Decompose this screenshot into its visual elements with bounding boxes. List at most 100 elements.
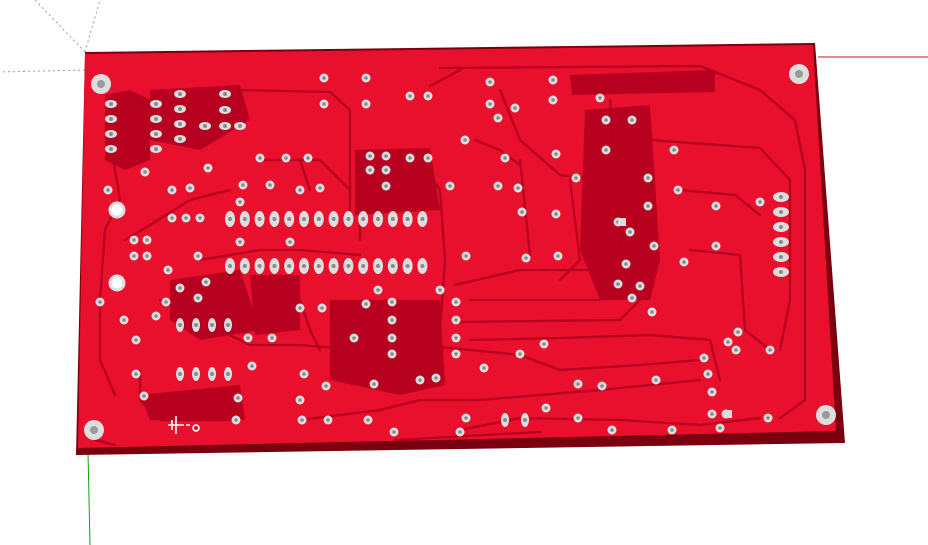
pad-drill-hole bbox=[779, 225, 783, 229]
pad-drill-hole bbox=[364, 302, 368, 306]
pad-drill-hole bbox=[178, 286, 182, 290]
pad-drill-hole bbox=[650, 310, 654, 314]
square-pad bbox=[724, 410, 732, 418]
pad-drill-hole bbox=[346, 217, 351, 221]
pad-drill-hole bbox=[238, 124, 242, 128]
dotted-guide-3 bbox=[0, 69, 86, 73]
pad-drill-hole bbox=[109, 132, 113, 136]
pad-drill-hole bbox=[702, 356, 706, 360]
pad-drill-hole bbox=[464, 254, 468, 258]
pad-drill-hole bbox=[326, 418, 330, 422]
pad-drill-hole bbox=[134, 372, 138, 376]
pad-drill-hole bbox=[464, 416, 468, 420]
pad-drill-hole bbox=[376, 288, 380, 292]
pad-drill-hole bbox=[223, 92, 227, 96]
pad-drill-hole bbox=[766, 416, 770, 420]
pad-drill-hole bbox=[779, 255, 783, 259]
mounting-holes bbox=[84, 64, 836, 440]
pad-drill-hole bbox=[384, 154, 388, 158]
pad-drill-hole bbox=[198, 216, 202, 220]
pad-drill-hole bbox=[646, 204, 650, 208]
pad-drill-hole bbox=[454, 300, 458, 304]
pad-drill-hole bbox=[624, 262, 628, 266]
pad-drill-hole bbox=[298, 398, 302, 402]
pad-drill-hole bbox=[166, 268, 170, 272]
pad-drill-hole bbox=[482, 366, 486, 370]
pad-drill-hole bbox=[726, 340, 730, 344]
pad-drill-hole bbox=[496, 116, 500, 120]
connector-hole-upper bbox=[108, 201, 126, 219]
pad-drill-hole bbox=[226, 372, 230, 376]
mounting-hole-center bbox=[795, 70, 803, 78]
pad-drill-hole bbox=[390, 264, 395, 268]
pad-drill-hole bbox=[320, 306, 324, 310]
pad-drill-hole bbox=[630, 296, 634, 300]
pad-drill-hole bbox=[242, 264, 247, 268]
pad-drill-hole bbox=[238, 200, 242, 204]
pad-drill-hole bbox=[384, 168, 388, 172]
pad-drill-hole bbox=[630, 118, 634, 122]
pad-drill-hole bbox=[236, 396, 240, 400]
pad-drill-hole bbox=[145, 254, 149, 258]
pad-drill-hole bbox=[390, 217, 395, 221]
pad-drill-hole bbox=[604, 118, 608, 122]
pad-drill-hole bbox=[734, 348, 738, 352]
pad-drill-hole bbox=[779, 270, 783, 274]
pad-drill-hole bbox=[544, 406, 548, 410]
pad-drill-hole bbox=[154, 102, 158, 106]
pad-drill-hole bbox=[109, 102, 113, 106]
pad-drill-hole bbox=[682, 260, 686, 264]
pad-drill-hole bbox=[132, 254, 136, 258]
pad-drill-hole bbox=[258, 156, 262, 160]
mounting-hole-center bbox=[97, 80, 105, 88]
silkscreen-label-group: PK-2 2010 3 REV1 bbox=[576, 73, 710, 91]
pad-drill-hole bbox=[458, 430, 462, 434]
pad-drill-hole bbox=[408, 156, 412, 160]
pad-drill-hole bbox=[376, 217, 380, 221]
pad-drill-hole bbox=[241, 183, 245, 187]
pad-drill-hole bbox=[420, 217, 425, 221]
pad-drill-hole bbox=[322, 76, 326, 80]
pad-drill-hole bbox=[523, 418, 527, 422]
pad-drill-hole bbox=[488, 102, 492, 106]
pad-drill-hole bbox=[145, 238, 149, 242]
pad-drill-hole bbox=[454, 318, 458, 322]
pad-drill-hole bbox=[376, 264, 380, 268]
pad-drill-hole bbox=[463, 138, 467, 142]
pad-drill-hole bbox=[652, 244, 656, 248]
pad-drill-hole bbox=[206, 166, 210, 170]
pad-drill-hole bbox=[405, 264, 410, 268]
pad-drill-hole bbox=[178, 372, 182, 376]
y-axis-green-line bbox=[87, 451, 91, 545]
pad-drill-hole bbox=[524, 256, 528, 260]
pad-drill-hole bbox=[287, 217, 292, 221]
pad-drill-hole bbox=[438, 288, 442, 292]
solder-pads bbox=[95, 73, 789, 437]
pad-drill-hole bbox=[228, 217, 232, 221]
pad-drill-hole bbox=[646, 176, 650, 180]
pad-drill-hole bbox=[600, 384, 604, 388]
pad-drill-hole bbox=[302, 372, 306, 376]
pad-drill-hole bbox=[372, 382, 376, 386]
pad-drill-hole bbox=[610, 428, 614, 432]
pad-drill-hole bbox=[298, 188, 302, 192]
pad-drill-hole bbox=[164, 300, 168, 304]
pad-drill-hole bbox=[364, 76, 368, 80]
pad-drill-hole bbox=[178, 107, 182, 111]
pad-drill-hole bbox=[736, 330, 740, 334]
pad-drill-hole bbox=[768, 348, 772, 352]
pad-drill-hole bbox=[324, 384, 328, 388]
pad-drill-hole bbox=[188, 186, 192, 190]
pad-drill-hole bbox=[223, 108, 227, 112]
pad-drill-hole bbox=[318, 186, 322, 190]
pad-drill-hole bbox=[516, 186, 520, 190]
pad-drill-hole bbox=[298, 306, 302, 310]
pad-drill-hole bbox=[420, 264, 425, 268]
pad-drill-hole bbox=[196, 296, 200, 300]
pad-drill-hole bbox=[194, 372, 198, 376]
pad-drill-hole bbox=[503, 156, 507, 160]
pad-drill-hole bbox=[551, 98, 555, 102]
pad-drill-hole bbox=[178, 137, 182, 141]
